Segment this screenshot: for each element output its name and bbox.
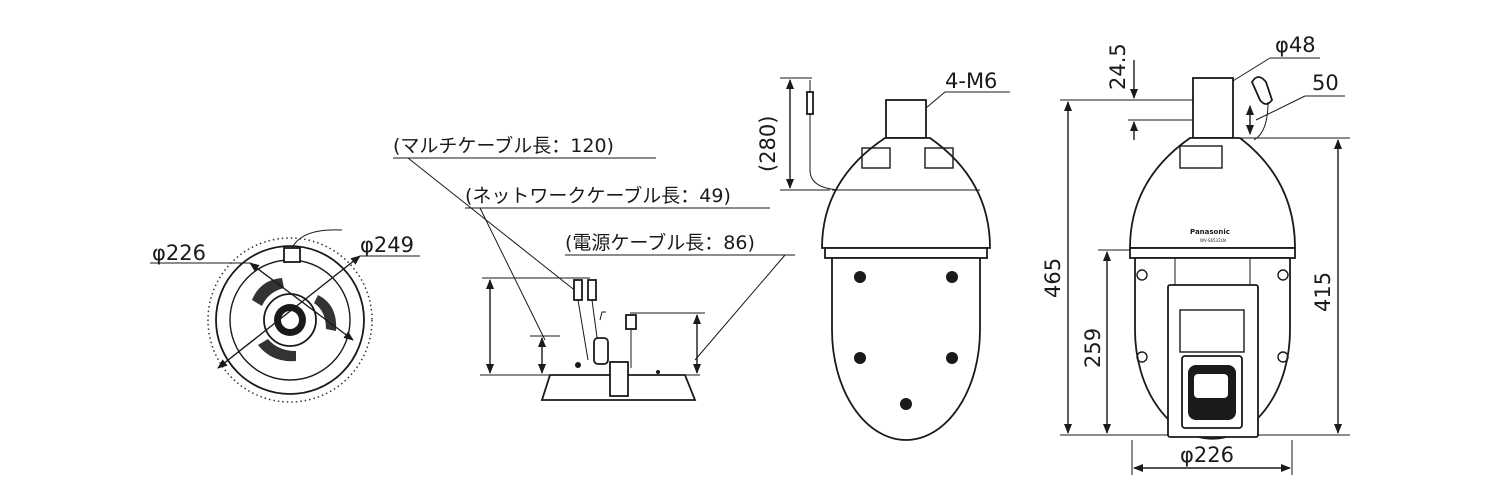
cable-line	[809, 80, 846, 191]
model-label: WV-S6532LN	[1200, 238, 1226, 243]
camera-lower-body	[831, 257, 981, 441]
network-cable-label: (ネットワークケーブル長：49)	[465, 184, 731, 207]
network-connector-icon	[593, 337, 609, 365]
dim-phi226-front-label: φ226	[1180, 443, 1234, 467]
dim-415-label: 415	[1311, 272, 1335, 312]
dim-280-label: (280)	[756, 116, 780, 172]
dim-phi226-label: φ226	[152, 241, 206, 265]
mount-pipe	[885, 99, 927, 139]
power-connector-icon	[625, 314, 637, 330]
dim-259-label: 259	[1081, 328, 1105, 368]
multi-cable-label: (マルチケーブル長：120)	[393, 134, 614, 157]
dim-phi249-label: φ249	[360, 233, 414, 257]
screw-label: 4-M6	[945, 69, 997, 93]
camera-upper-dome	[821, 137, 991, 249]
side-view: (280) 4-M6	[756, 69, 1010, 441]
multi-connector-icon	[587, 279, 597, 301]
multi-connector-icon	[573, 279, 583, 301]
brand-label: Panasonic	[1190, 228, 1230, 236]
outer-dotted-circle	[207, 237, 373, 403]
dim-50-label: 50	[1312, 71, 1339, 95]
dim-phi48-label: φ48	[1275, 33, 1316, 57]
cable-connector-icon	[283, 247, 301, 263]
dim-465-label: 465	[1041, 258, 1065, 298]
front-view: 24.5 φ48 50 465 415 259 φ226 Panasonic	[1041, 33, 1350, 475]
phi249-dimension-line	[217, 255, 361, 369]
terminal-block-icon	[609, 361, 629, 397]
mount-pipe	[1192, 77, 1234, 139]
dim-24-5-label: 24.5	[1106, 43, 1130, 90]
bottom-view: φ226 φ249	[150, 229, 420, 403]
safety-hook-icon	[1250, 76, 1274, 105]
power-cable-label: (電源ケーブル長：86)	[565, 231, 755, 254]
cable-view: (マルチケーブル長：120) (ネットワークケーブル長：49) (電源ケーブル長…	[393, 134, 795, 401]
